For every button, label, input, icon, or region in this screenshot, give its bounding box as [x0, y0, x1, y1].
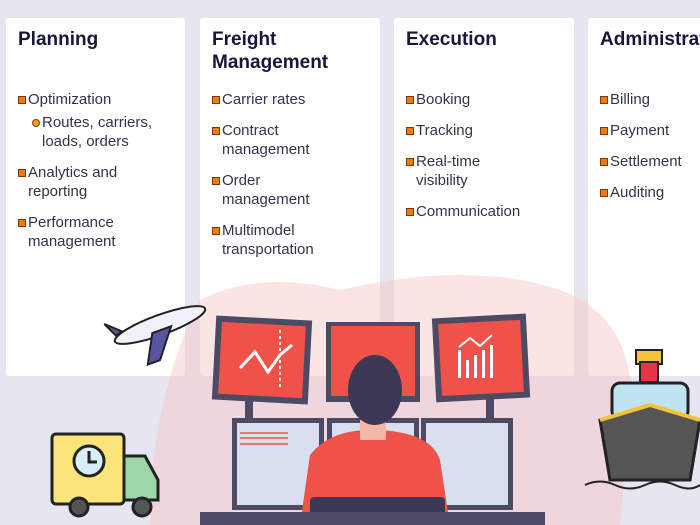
card-planning: Planning Optimization Routes, carriers, …: [6, 18, 185, 376]
card-title: Administration: [600, 29, 700, 50]
list-item: Communication: [406, 202, 562, 221]
list-item: Optimization: [18, 90, 173, 109]
monitor-bar-chart-icon: [431, 313, 531, 403]
card-administration: Administration Billing Payment Settlemen…: [588, 18, 700, 376]
list-item: Order management: [212, 171, 322, 209]
monitor-line-chart-icon: [211, 315, 313, 405]
ship-icon: [584, 349, 700, 490]
card-title: Planning: [18, 29, 99, 50]
card-title: Execution: [406, 29, 497, 50]
list-item: Auditing: [600, 183, 700, 202]
logistics-illustration: [50, 275, 700, 525]
card-title: Freight Management: [212, 29, 329, 73]
list-item: Performance management: [18, 213, 138, 251]
operator-person-icon: [300, 355, 450, 525]
list-item: Payment: [600, 121, 700, 140]
list-item: Carrier rates: [212, 90, 368, 109]
list-item: Billing: [600, 90, 700, 109]
list-item: Real-time visibility: [406, 152, 496, 190]
list-item: Booking: [406, 90, 562, 109]
list-item: Settlement: [600, 152, 700, 171]
list-item: Analytics and reporting: [18, 163, 128, 201]
airplane-icon: [103, 305, 207, 367]
list-item: Contract management: [212, 121, 322, 159]
truck-clock-icon: [50, 432, 160, 518]
list-item: Multimodel transportation: [212, 221, 332, 259]
list-subitem: Routes, carriers, loads, orders: [32, 113, 162, 151]
list-item: Tracking: [406, 121, 562, 140]
card-freight-management: Freight Management Carrier rates Contrac…: [200, 18, 380, 376]
